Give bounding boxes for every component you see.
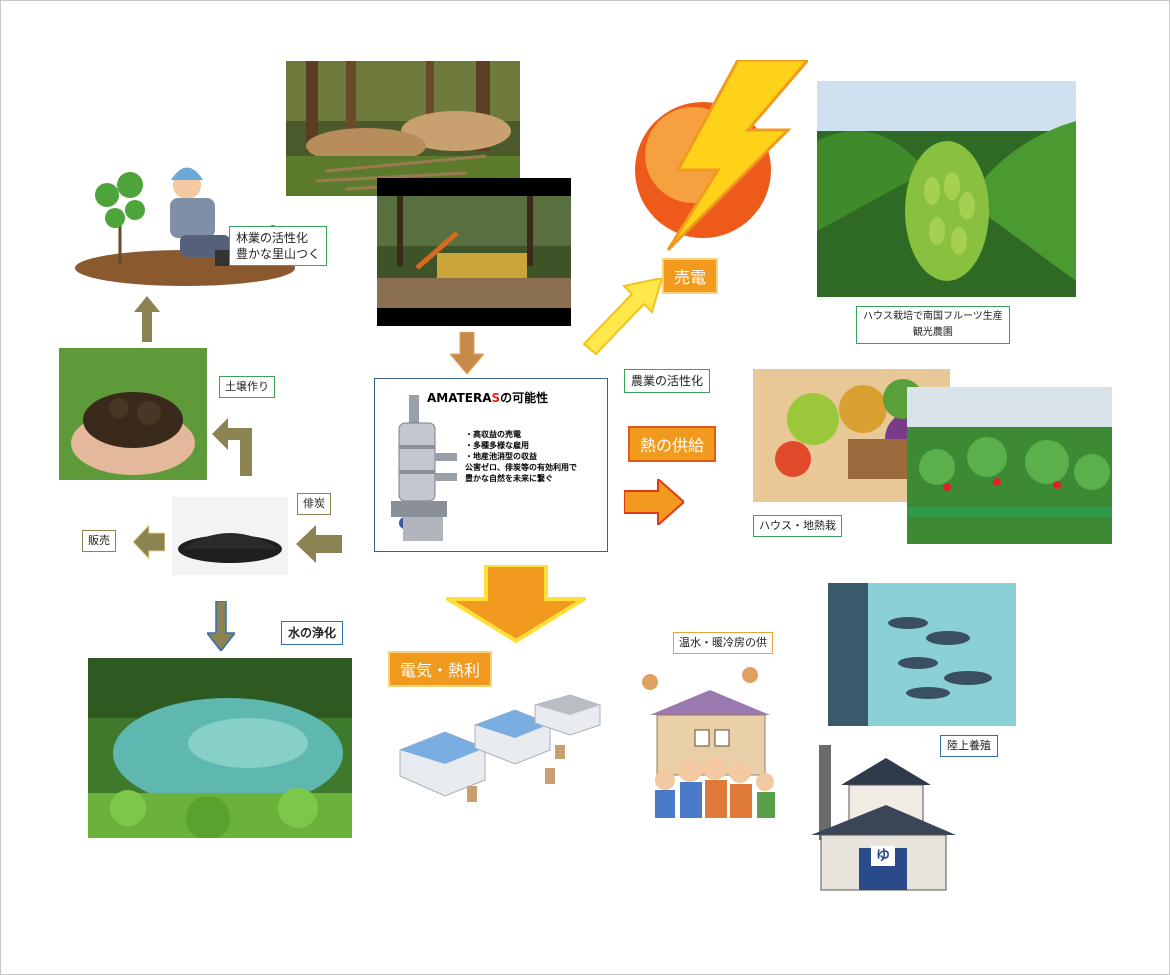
down-arrow-into-amateras xyxy=(450,332,484,374)
amateras-bullets: ・高収益の売電 ・多種多様な雇用 ・地産池消型の収益 公害ゼロ、俳炭等の有効利用… xyxy=(465,430,577,483)
onsen-sign: ゆ xyxy=(871,846,895,866)
corner-arrow-biochar-to-soil xyxy=(212,418,256,478)
left-arrow-to-biochar xyxy=(296,525,342,563)
lightning-power-icon xyxy=(628,60,808,255)
amateras-panel: AMATERASの可能性 ・高収益の売電 ・多種多様な雇用 ・地産池消型の収益 … xyxy=(374,378,608,552)
banana-greenhouse-photo xyxy=(817,81,1076,297)
big-down-arrow xyxy=(446,565,586,643)
up-arrow-soil-to-forest xyxy=(134,296,160,342)
power-sale-label: 売電 xyxy=(662,258,719,294)
forestry-label: 林業の活性化 豊かな里山つく xyxy=(229,226,328,266)
forest-logs-photo xyxy=(286,61,520,196)
biochar-label: 俳炭 xyxy=(297,493,331,515)
soil-label: 土壌作り xyxy=(219,376,275,398)
clear-spring-photo xyxy=(88,658,352,838)
agri-label: 農業の活性化 xyxy=(624,369,711,393)
aquaculture-tank-photo xyxy=(828,583,1016,726)
amateras-equipment-illustration xyxy=(381,395,461,545)
factory-buildings-illustration xyxy=(395,690,610,810)
hot-water-label: 温水・暖冷房の供 xyxy=(673,632,773,654)
family-house-illustration xyxy=(635,660,785,820)
greenhouse-geothermal-label: ハウス・地熱栽 xyxy=(753,515,842,537)
strawberry-greenhouse-photo xyxy=(907,387,1112,544)
water-label: 水の浄化 xyxy=(281,621,344,645)
down-arrow-to-water xyxy=(207,601,235,651)
onsen-building-illustration: ゆ xyxy=(811,740,956,895)
heat-supply-label: 熱の供給 xyxy=(628,426,717,462)
planting-worker-illustration xyxy=(75,150,315,295)
tropical-fruit-label: ハウス栽培で南国フルーツ生産 観光農園 xyxy=(856,306,1010,344)
aquaculture-label: 陸上養殖 xyxy=(940,735,998,757)
soil-hands-photo xyxy=(59,348,207,480)
elec-heat-label: 電気・熱利 xyxy=(388,651,493,687)
right-arrow-to-greenhouse xyxy=(624,479,684,525)
diagonal-arrow-to-power xyxy=(580,278,662,356)
left-arrow-to-sale xyxy=(133,523,165,561)
biochar-pile-photo xyxy=(172,497,288,575)
forest-machine-photo xyxy=(377,178,571,326)
amateras-title: AMATERASの可能性 xyxy=(427,391,549,405)
sale-label: 販売 xyxy=(82,530,116,552)
